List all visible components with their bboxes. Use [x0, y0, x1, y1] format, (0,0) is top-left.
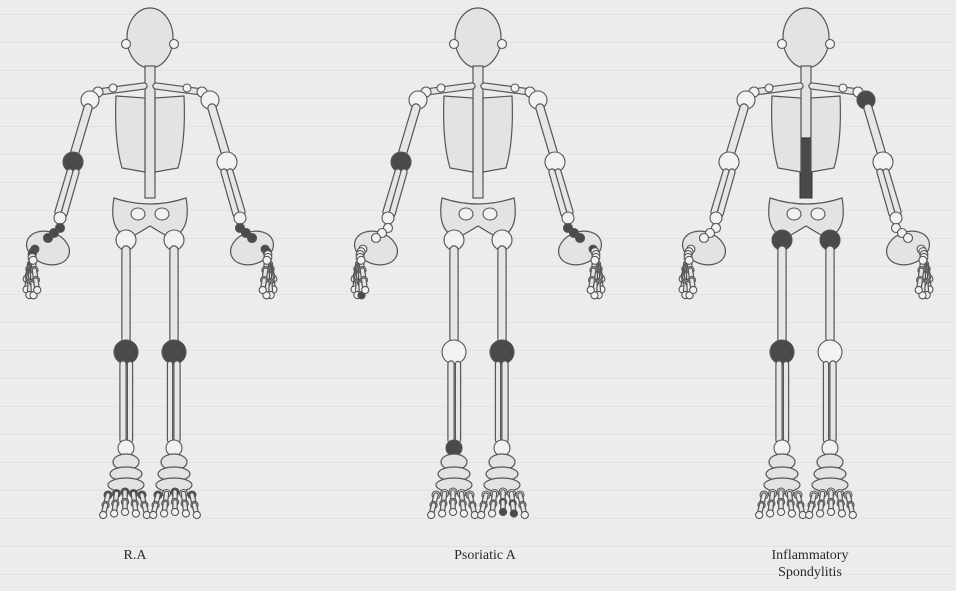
finger-joint: [362, 286, 369, 293]
toe-joint: [171, 508, 178, 515]
elbow-joint-left: [545, 152, 565, 172]
elbow-joint-right-affected: [63, 152, 83, 172]
mcp-joint: [357, 256, 365, 264]
elbow-joint-left: [217, 152, 237, 172]
toe-joint: [489, 510, 496, 517]
toe-joint: [182, 510, 189, 517]
finger-joint: [34, 286, 41, 293]
toe-joint: [150, 511, 157, 518]
elbow-joint-right: [719, 152, 739, 172]
toe-joint: [478, 511, 485, 518]
finger-joint: [690, 286, 697, 293]
mcp-joint: [263, 256, 271, 264]
wrist-joint-left: [890, 212, 902, 224]
toe-joint: [827, 508, 834, 515]
toe-joint: [100, 511, 107, 518]
knee-joint-left-affected: [162, 340, 186, 364]
sc-joint: [109, 84, 117, 92]
ribcage-right: [116, 96, 145, 172]
caption-is-line1: Inflammatory: [740, 547, 880, 564]
elbow-joint-left: [873, 152, 893, 172]
toe-joint: [161, 510, 168, 517]
toe-joint: [756, 511, 763, 518]
obturator: [811, 208, 825, 220]
carpal-joint: [700, 234, 709, 243]
knee-joint-right-affected: [770, 340, 794, 364]
mcp-joint: [919, 256, 927, 264]
ear: [826, 40, 835, 49]
obturator: [459, 208, 473, 220]
wrist-joint-right: [54, 212, 66, 224]
wrist-joint-left: [234, 212, 246, 224]
skull: [455, 8, 501, 68]
carpal-joint: [372, 234, 381, 243]
toe-joint: [817, 510, 824, 517]
obturator: [155, 208, 169, 220]
elbow-joint-right-affected: [391, 152, 411, 172]
finger-joint: [259, 286, 266, 293]
mcp-joint: [591, 256, 599, 264]
carpal-joint: [904, 234, 913, 243]
toe-joint: [428, 511, 435, 518]
toe-joint: [121, 508, 128, 515]
toe-joint: [439, 510, 446, 517]
sc-joint: [437, 84, 445, 92]
mcp-joint: [29, 256, 37, 264]
toe-joint-affected: [499, 508, 506, 515]
sc-joint: [765, 84, 773, 92]
carpal-joint-affected: [248, 234, 257, 243]
wrist-joint-right: [382, 212, 394, 224]
ribcage-left: [811, 96, 840, 172]
ear: [498, 40, 507, 49]
toe-joint: [193, 511, 200, 518]
caption-ra: R.A: [95, 547, 175, 564]
sc-joint: [511, 84, 519, 92]
knee-joint-left-affected: [490, 340, 514, 364]
spine-upper: [801, 66, 811, 138]
mcp-joint: [685, 256, 693, 264]
caption-is-line2: Spondylitis: [740, 564, 880, 581]
sc-joint: [183, 84, 191, 92]
knee-joint-right-affected: [114, 340, 138, 364]
finger-joint: [587, 286, 594, 293]
finger-joint: [915, 286, 922, 293]
knee-joint-left: [818, 340, 842, 364]
ribcage-left: [155, 96, 184, 172]
toe-joint: [777, 508, 784, 515]
toe-joint-affected: [510, 510, 517, 517]
ear: [778, 40, 787, 49]
ear: [450, 40, 459, 49]
ribcage-left: [483, 96, 512, 172]
ribcage-right: [444, 96, 473, 172]
obturator: [483, 208, 497, 220]
spine-lumbar-affected: [800, 138, 812, 198]
toe-joint: [132, 510, 139, 517]
wrist-joint-right: [710, 212, 722, 224]
toe-joint: [521, 511, 528, 518]
caption-psoriatic-a: Psoriatic A: [420, 547, 550, 564]
skull: [783, 8, 829, 68]
toe-joint: [838, 510, 845, 517]
sc-joint: [839, 84, 847, 92]
knee-joint-right: [442, 340, 466, 364]
carpal-joint-affected: [576, 234, 585, 243]
wrist-joint-left: [562, 212, 574, 224]
toe-joint: [788, 510, 795, 517]
toe-joint: [460, 510, 467, 517]
toe-joint: [806, 511, 813, 518]
obturator: [787, 208, 801, 220]
ear: [122, 40, 131, 49]
toe-joint: [849, 511, 856, 518]
caption-inflammatory-spondylitis: Inflammatory Spondylitis: [740, 547, 880, 581]
ear: [170, 40, 179, 49]
obturator: [131, 208, 145, 220]
ribcage-right: [772, 96, 801, 172]
skull: [127, 8, 173, 68]
toe-joint: [767, 510, 774, 517]
toe-joint: [449, 508, 456, 515]
carpal-joint-affected: [44, 234, 53, 243]
toe-joint: [111, 510, 118, 517]
